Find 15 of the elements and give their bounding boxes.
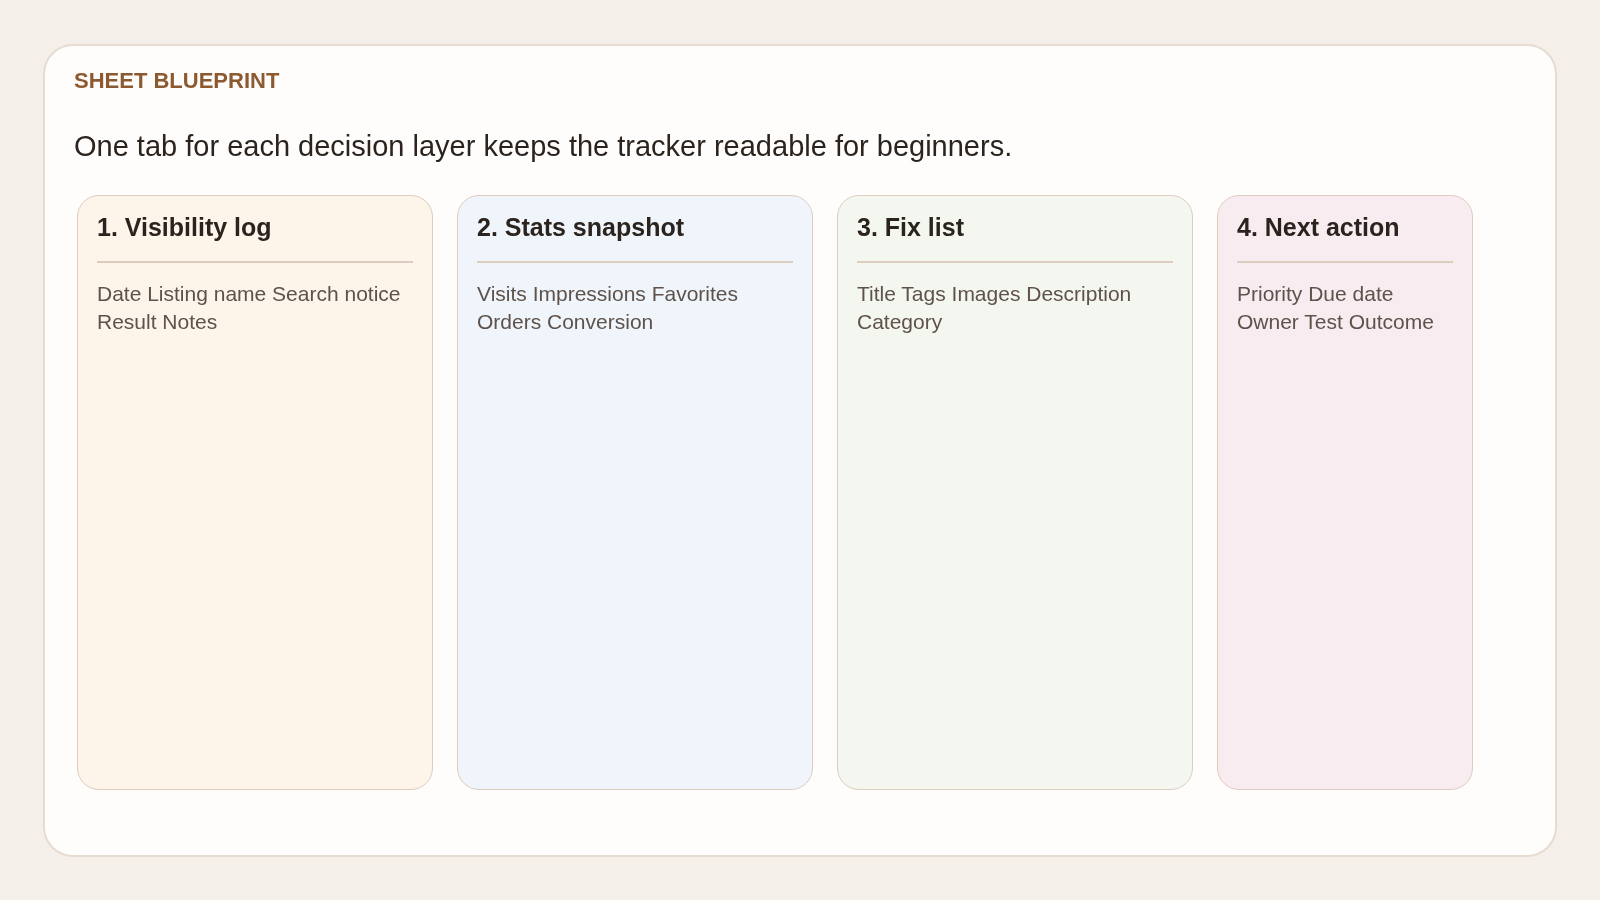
intro-text: One tab for each decision layer keeps the tracker readable for beginners.	[74, 129, 1013, 164]
field-list: Priority Due date Owner Test Outcome	[1237, 280, 1456, 336]
panel	[43, 44, 1557, 857]
card	[1217, 195, 1473, 790]
card	[77, 195, 433, 790]
field-list: Title Tags Images Description Category	[857, 280, 1176, 336]
card-title: 1. Visibility log	[97, 212, 272, 243]
card-title: 2. Stats snapshot	[477, 212, 684, 243]
card	[837, 195, 1193, 790]
field-list: Date Listing name Search notice Result Notes	[97, 280, 416, 336]
card	[457, 195, 813, 790]
card-title: 3. Fix list	[857, 212, 964, 243]
section-heading: SHEET BLUEPRINT	[74, 68, 280, 94]
card-title: 4. Next action	[1237, 212, 1400, 243]
field-list: Visits Impressions Favorites Orders Conversion	[477, 280, 796, 336]
